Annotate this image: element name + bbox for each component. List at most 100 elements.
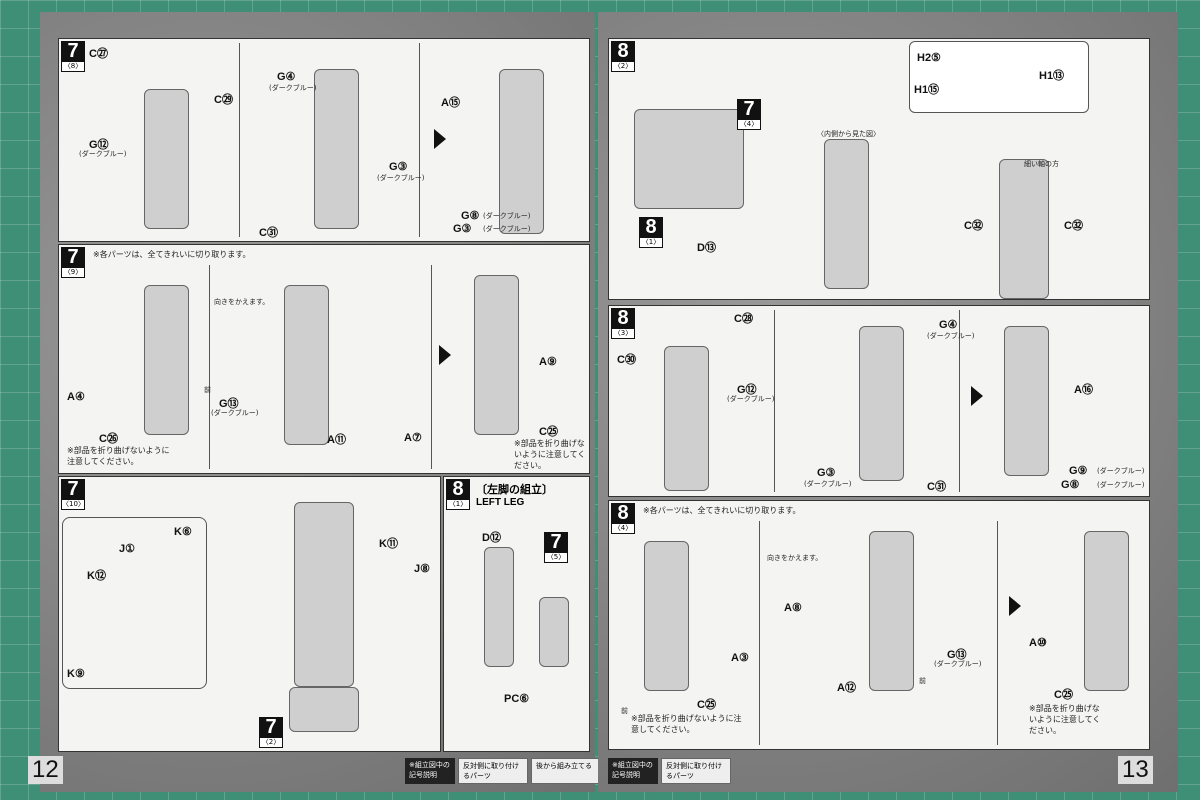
color-note: (ダークブルー) [269, 84, 317, 92]
part-label: G④ [277, 71, 296, 83]
part-label: G③ [453, 223, 472, 235]
part-label: PC⑥ [504, 693, 530, 705]
leg-figure [999, 159, 1049, 299]
color-note: (ダークブルー) [727, 395, 775, 403]
arrow-icon [1009, 596, 1021, 616]
divider [774, 310, 775, 492]
torso-figure [869, 531, 914, 691]
section-title-en: LEFT LEG [476, 497, 525, 508]
part-label: C㉜ [964, 220, 983, 232]
part-label: G③ [389, 161, 408, 173]
part-label: C㉕ [539, 426, 558, 438]
step-badge: 7〈10〉 [61, 479, 85, 510]
color-note: (ダークブルー) [1097, 481, 1145, 489]
step-sub: 〈8〉 [61, 61, 85, 72]
divider [209, 265, 210, 469]
part-label: A⑧ [784, 602, 802, 614]
legend-item-mirror: 反対側に取り付けるパーツ [661, 758, 731, 784]
legend-item-later: 後から組み立てる [531, 758, 601, 784]
step-7-10-panel: 7〈10〉 K⑫ J① K⑥ K⑨ K⑪ J⑧ 7〈2〉 [58, 476, 441, 752]
torso-figure [644, 541, 689, 691]
color-note: (ダークブルー) [377, 174, 425, 182]
part-label: C㉗ [89, 48, 108, 60]
part-label: J⑧ [414, 563, 430, 575]
subassembly-box [62, 517, 207, 689]
part-label: G⑬ [219, 398, 239, 410]
part-label: A⑩ [1029, 637, 1047, 649]
step-number: 7 [737, 99, 761, 119]
part-label: H1⑬ [1039, 70, 1065, 82]
part-label: C㉕ [1054, 689, 1073, 701]
step-sub: 〈4〉 [611, 523, 635, 534]
instruction-note: ※各パーツは、全てきれいに切り取ります。 [93, 250, 251, 259]
part-label: A③ [731, 652, 749, 664]
step-7-8-panel: 7〈8〉 C㉗ C㉙ G⑫ (ダークブルー) G④ (ダークブルー) G③ (ダ… [58, 38, 590, 242]
arrow-icon [971, 386, 983, 406]
legend-key: ※組立図中の記号説明 [405, 758, 455, 784]
torso-figure [499, 69, 544, 234]
front-label: 前 [621, 707, 628, 715]
step-number: 7 [259, 717, 283, 737]
divider [997, 521, 998, 745]
step-number: 7 [61, 479, 85, 499]
step-number: 8 [639, 217, 663, 237]
part-label: A⑦ [404, 432, 422, 444]
step-number: 7 [544, 532, 568, 552]
color-note: (ダークブルー) [483, 225, 531, 233]
section-title: 〔左脚の組立〕 [476, 484, 553, 496]
warning-note: ※部品を折り曲げないように注意してください。 [514, 439, 586, 470]
step-badge: 8〈1〉 [446, 479, 470, 510]
part-label: C㉕ [697, 699, 716, 711]
step-8-4-panel: 8〈4〉 ※各パーツは、全てきれいに切り取ります。 A③ C㉕ A⑧ A⑫ G⑬… [608, 500, 1150, 750]
ref-step-badge: 8〈1〉 [639, 217, 663, 248]
color-note: (ダークブルー) [1097, 467, 1145, 475]
part-label: H1⑮ [914, 84, 940, 96]
color-note: (ダークブルー) [934, 660, 982, 668]
head-callout [909, 41, 1089, 113]
step-badge: 8〈4〉 [611, 503, 635, 534]
warning-note: ※部品を折り曲げないように注意してください。 [1029, 704, 1101, 735]
step-sub: 〈3〉 [611, 328, 635, 339]
part-label: K⑪ [379, 538, 398, 550]
part-label: G⑧ [461, 210, 480, 222]
step-7-9-panel: 7〈9〉 ※各パーツは、全てきれいに切り取ります。 A④ C㉖ G⑬ (ダークブ… [58, 244, 590, 474]
color-note: (ダークブルー) [927, 332, 975, 340]
divider [239, 43, 240, 237]
step-number: 7 [61, 247, 85, 267]
part-label: G④ [939, 319, 958, 331]
color-note: (ダークブルー) [211, 409, 259, 417]
step-8-3-panel: 8〈3〉 C㉘ C㉚ G④ (ダークブルー) G⑫ (ダークブルー) G③ (ダ… [608, 305, 1150, 497]
step-number: 8 [611, 503, 635, 523]
legend-key: ※組立図中の記号説明 [608, 758, 658, 784]
torso-figure [1004, 326, 1049, 476]
part-label: A⑮ [441, 97, 460, 109]
part-label: H2⑤ [917, 52, 941, 64]
instruction-note: ※各パーツは、全てきれいに切り取ります。 [643, 506, 801, 515]
color-note: (ダークブルー) [79, 150, 127, 158]
torso-figure [859, 326, 904, 481]
part-label: A⑪ [327, 434, 346, 446]
divider [759, 521, 760, 745]
part-label: C㉙ [214, 94, 233, 106]
leg-figure [634, 109, 744, 209]
part-label: C㉜ [1064, 220, 1083, 232]
leg-figure [539, 597, 569, 667]
page-number: 13 [1118, 756, 1153, 784]
step-number: 7 [61, 41, 85, 61]
arrow-icon [434, 129, 446, 149]
step-number: 8 [611, 308, 635, 328]
part-label: G⑫ [737, 384, 757, 396]
step-sub: 〈4〉 [737, 119, 761, 130]
torso-figure [144, 89, 189, 229]
ref-step-badge: 7〈2〉 [259, 717, 283, 748]
front-label: 前 [204, 386, 211, 394]
ref-step-badge: 7〈5〉 [544, 532, 568, 563]
axis-note: 細い軸の方 [1024, 160, 1059, 168]
divider [419, 43, 420, 237]
step-sub: 〈9〉 [61, 267, 85, 278]
direction-note: 向きをかえます。 [214, 298, 270, 306]
part-label: G⑫ [89, 139, 109, 151]
direction-note: 向きをかえます。 [767, 554, 823, 562]
torso-figure [284, 285, 329, 445]
torso-figure [144, 285, 189, 435]
